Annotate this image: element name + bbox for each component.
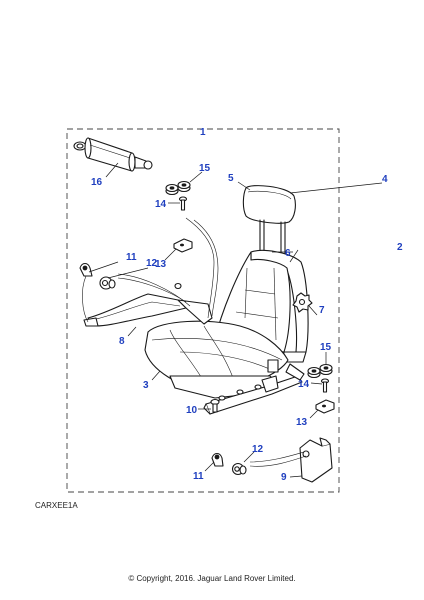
callout-13-lower: 13 <box>296 417 308 428</box>
part-10-bolt <box>210 398 220 413</box>
part-13-bracket-lower <box>315 399 335 414</box>
cable-loop-2 <box>193 219 219 317</box>
callout-8: 8 <box>119 336 125 347</box>
callout-5: 5 <box>228 173 234 184</box>
part-12-grommet-top <box>99 276 116 290</box>
callout-3: 3 <box>143 380 149 391</box>
callout-4: 4 <box>382 174 388 185</box>
part-15-washers-top <box>165 180 191 196</box>
part-16-tube <box>73 137 153 172</box>
part-8-side-trim <box>82 273 213 327</box>
callout-9: 9 <box>281 472 287 483</box>
part-11-fastener-top <box>79 262 93 277</box>
callout-6: 6 <box>285 248 291 259</box>
part-9-trim-panel <box>249 437 333 483</box>
callout-11-lower: 11 <box>193 471 204 482</box>
callout-15-lower: 15 <box>320 342 332 353</box>
part-3-cushion <box>144 320 289 399</box>
part-7-knob <box>292 292 313 313</box>
part-14-bolt-top <box>178 196 188 211</box>
part-4-headrest <box>242 185 296 257</box>
callout-11-top: 11 <box>126 252 137 263</box>
callout-7: 7 <box>319 305 325 316</box>
cable-loop <box>185 217 215 319</box>
assembly-frame <box>66 128 340 493</box>
diagram-reference-code: CARXEE1A <box>35 501 78 510</box>
part-14-bolt-lower <box>320 378 330 393</box>
callout-14-top: 14 <box>155 199 167 210</box>
part-11-fastener-lower <box>211 452 224 467</box>
callout-1: 1 <box>200 127 206 138</box>
part-seat-runners <box>203 359 305 415</box>
callout-13-top: 13 <box>155 259 167 270</box>
part-12-grommet-lower <box>231 462 247 476</box>
callout-10: 10 <box>186 405 198 416</box>
callout-12-top: 12 <box>146 258 158 269</box>
callouts: 1 16 15 14 13 5 4 6 2 7 11 12 8 3 10 15 … <box>91 127 403 483</box>
callout-15-top: 15 <box>199 163 211 174</box>
part-15-washers-lower <box>307 363 333 379</box>
copyright-notice: © Copyright, 2016. Jaguar Land Rover Lim… <box>128 574 296 583</box>
part-13-bracket-top <box>173 238 193 253</box>
callout-14-lower: 14 <box>298 379 310 390</box>
callout-2: 2 <box>397 242 403 253</box>
callout-12-lower: 12 <box>252 444 264 455</box>
callout-16: 16 <box>91 177 103 188</box>
leader-lines <box>88 162 383 478</box>
